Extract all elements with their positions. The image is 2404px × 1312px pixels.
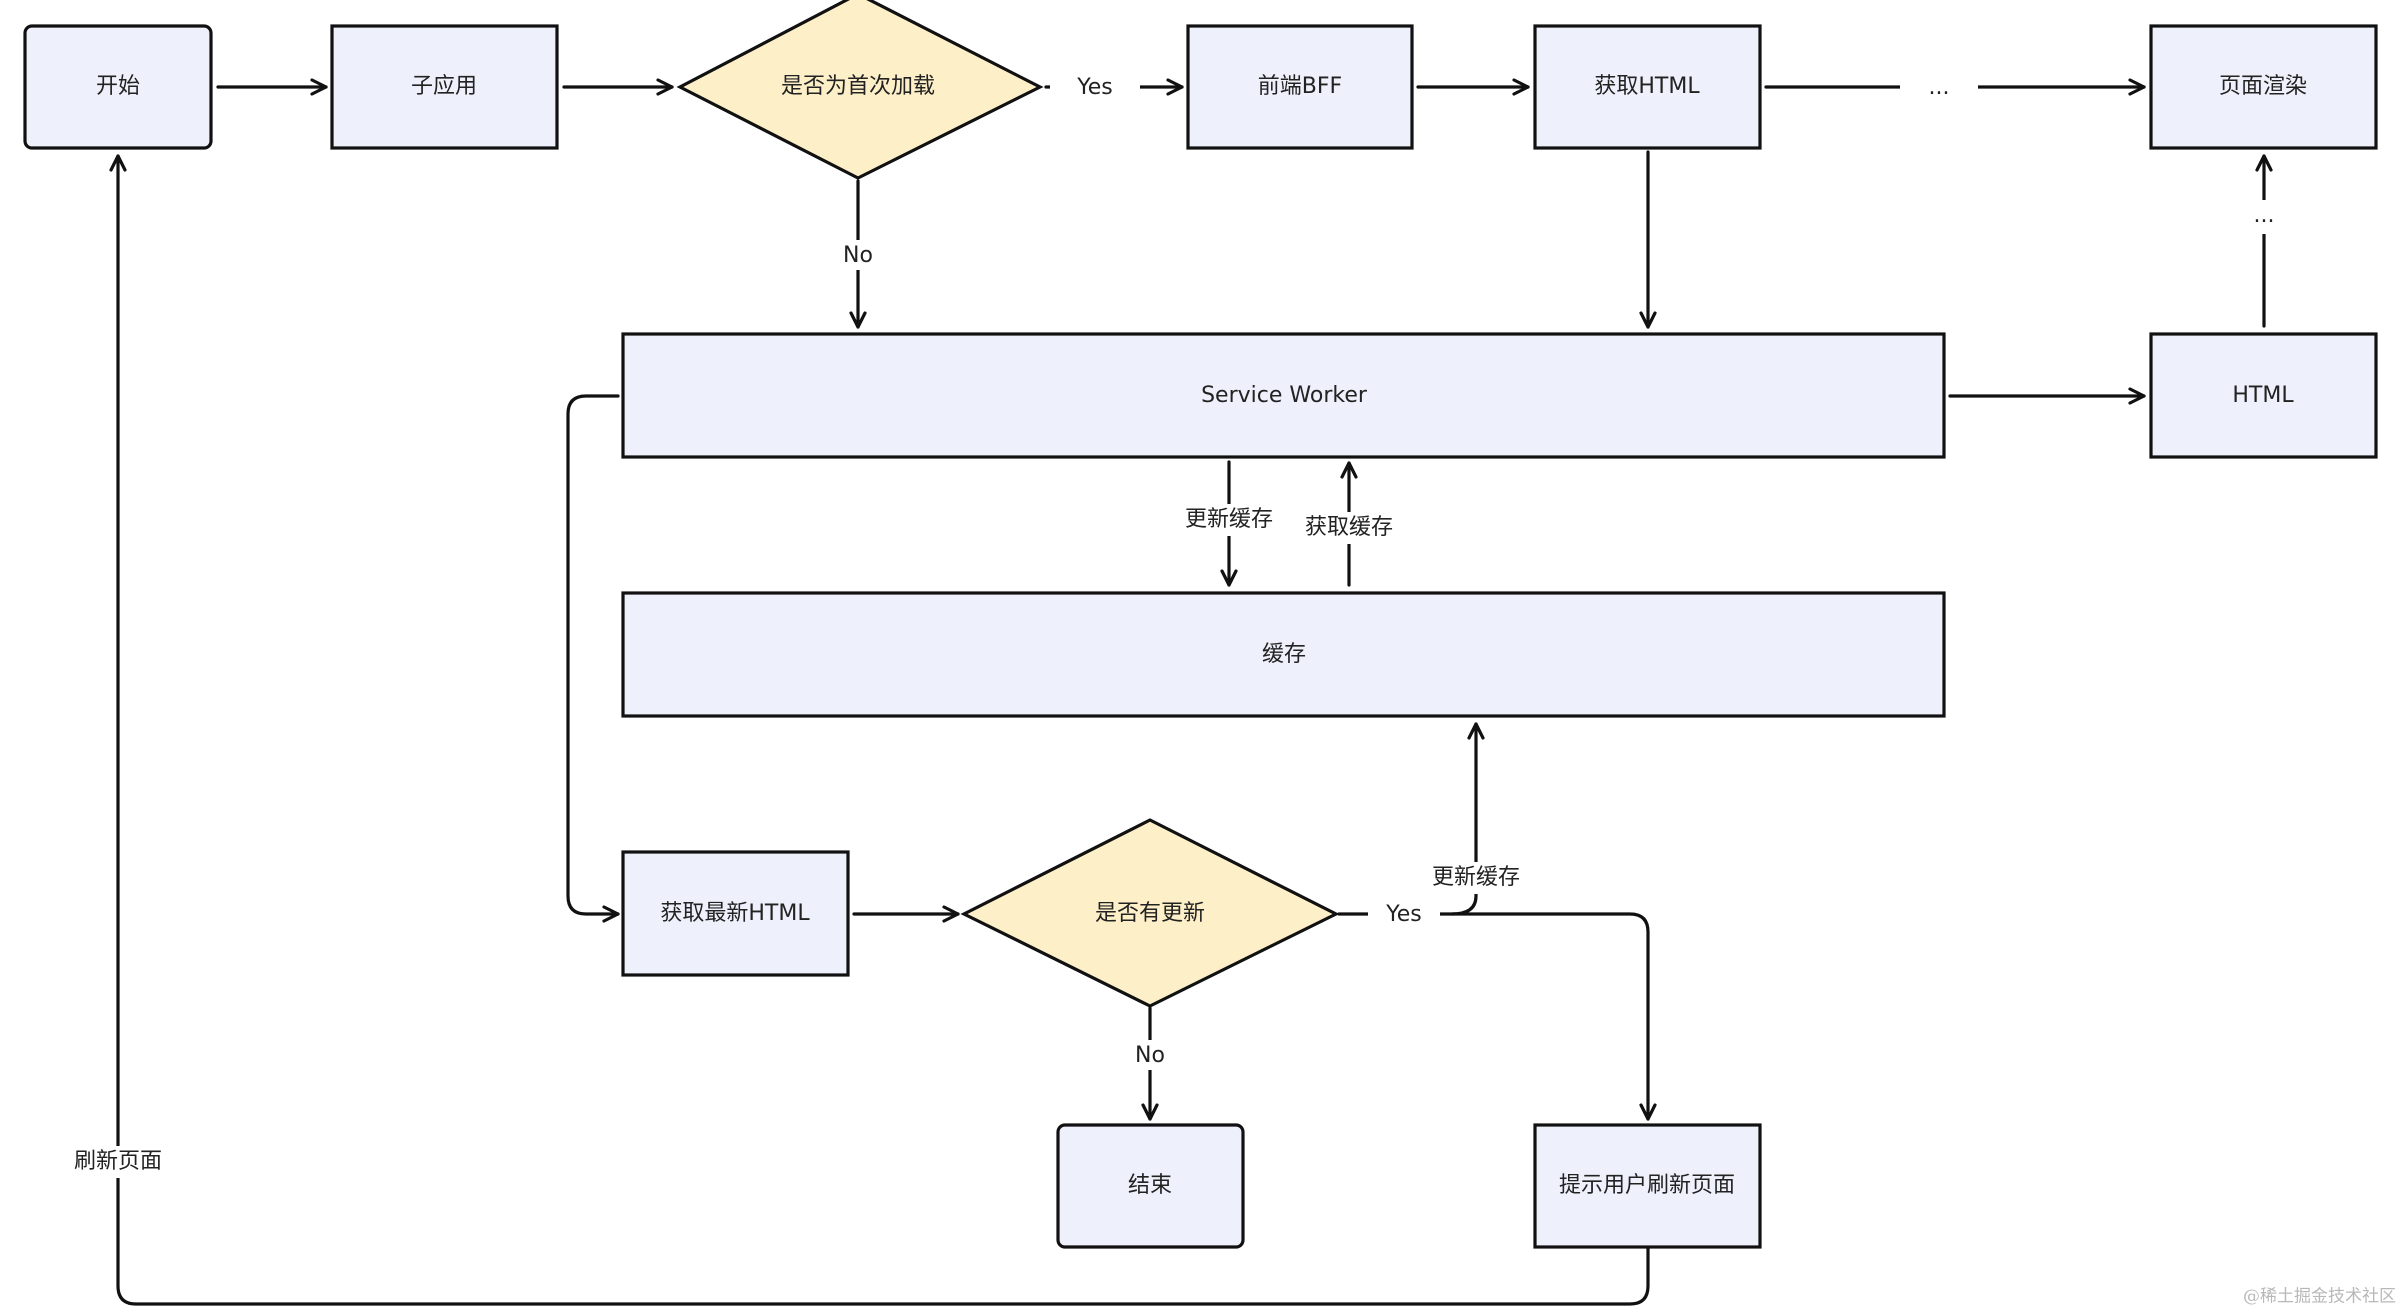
edge-label-yes-update: Yes [1385, 902, 1422, 927]
decision-has-update: 是否有更新 [960, 818, 1340, 1008]
edge-label-no-update: No [1135, 1043, 1165, 1068]
node-end-label: 结束 [1128, 1173, 1172, 1198]
node-frontend-bff-label: 前端BFF [1258, 74, 1342, 99]
edge-sw-to-get-latest [566, 394, 620, 923]
edge-yes-update-cache [1450, 722, 1485, 916]
node-get-html: 获取HTML [1533, 24, 1762, 150]
decision-first-load-label: 是否为首次加载 [781, 74, 935, 99]
edge-label-no-first: No [843, 243, 873, 268]
node-start-label: 开始 [96, 74, 140, 99]
node-sub-app: 子应用 [330, 24, 559, 150]
node-html: HTML [2149, 332, 2378, 459]
edge-label-update-cache: 更新缓存 [1432, 865, 1520, 890]
node-get-latest-html-label: 获取最新HTML [660, 901, 810, 926]
node-prompt-refresh: 提示用户刷新页面 [1533, 1123, 1762, 1249]
node-prompt-refresh-label: 提示用户刷新页面 [1559, 1173, 1735, 1198]
node-frontend-bff: 前端BFF [1186, 24, 1414, 150]
node-sub-app-label: 子应用 [411, 74, 477, 99]
edge-prompt-refresh-to-start [109, 154, 1650, 1306]
node-page-render: 页面渲染 [2149, 24, 2378, 150]
decision-has-update-label: 是否有更新 [1095, 901, 1205, 926]
node-get-html-label: 获取HTML [1594, 74, 1700, 99]
node-page-render-label: 页面渲染 [2219, 74, 2307, 99]
node-service-worker-label: Service Worker [1201, 383, 1368, 408]
node-service-worker: Service Worker [621, 332, 1946, 459]
node-cache: 缓存 [621, 591, 1946, 718]
edge-label-refresh-page: 刷新页面 [74, 1149, 162, 1174]
node-get-latest-html: 获取最新HTML [621, 850, 850, 977]
watermark: @稀土掘金技术社区 [2243, 1287, 2396, 1307]
edge-label-get-cache: 获取缓存 [1305, 515, 1393, 540]
edge-label-update-cache-sw: 更新缓存 [1185, 507, 1273, 532]
edge-label-ellipsis-top: ... [1929, 75, 1950, 100]
node-html-label: HTML [2232, 383, 2294, 408]
node-end: 结束 [1056, 1123, 1245, 1249]
node-cache-label: 缓存 [1262, 642, 1306, 667]
edge-label-ellipsis-right: ... [2254, 203, 2275, 228]
edge-label-yes-first: Yes [1076, 75, 1113, 100]
edge-decision-yes-to-prompt [1337, 912, 1657, 1121]
decision-first-load: 是否为首次加载 [676, 0, 1044, 180]
node-start: 开始 [23, 24, 213, 150]
